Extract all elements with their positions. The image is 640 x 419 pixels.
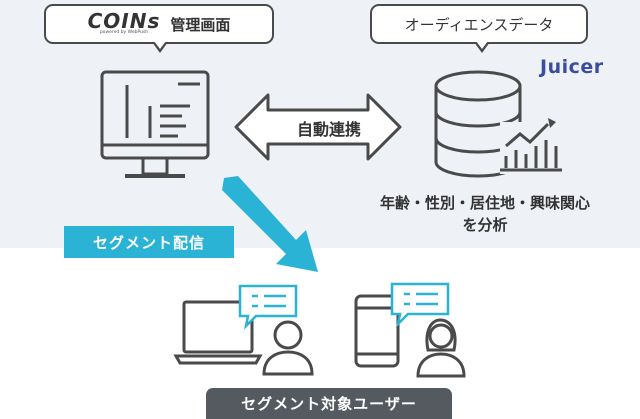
coins-logo: COINs powered by WebPush [87,9,161,36]
analysis-line-2: を分析 [462,216,508,234]
analysis-text: 年齢・性別・居住地・興味関心 を分析 [340,192,630,236]
coins-logo-sub: powered by WebPush [99,30,149,35]
monitor-icon [100,70,210,178]
segment-delivery-label: セグメント配信 [64,226,234,258]
admin-screen-label: 管理画面 [170,15,231,34]
user-male-icon [262,320,314,376]
analysis-line-1: 年齢・性別・居住地・興味関心 [379,194,590,212]
coins-admin-bubble: COINs powered by WebPush 管理画面 [44,4,274,53]
trend-chart-icon [500,118,562,174]
user-female-icon [416,318,466,378]
auto-sync-label: 自動連携 [296,120,361,139]
segment-target-users-label: セグメント対象ユーザー [206,388,452,419]
chat-bubble-icon [238,284,298,330]
coins-logo-word: COINs [87,9,161,33]
double-arrow-icon [234,93,402,161]
audience-data-bubble: オーディエンスデータ [370,4,588,53]
juicer-logo: Juicer [540,56,604,78]
laptop-icon [173,300,263,365]
delivery-arrow-icon [222,176,318,272]
chat-bubble-icon [390,282,450,328]
audience-data-label: オーディエンスデータ [404,15,554,34]
